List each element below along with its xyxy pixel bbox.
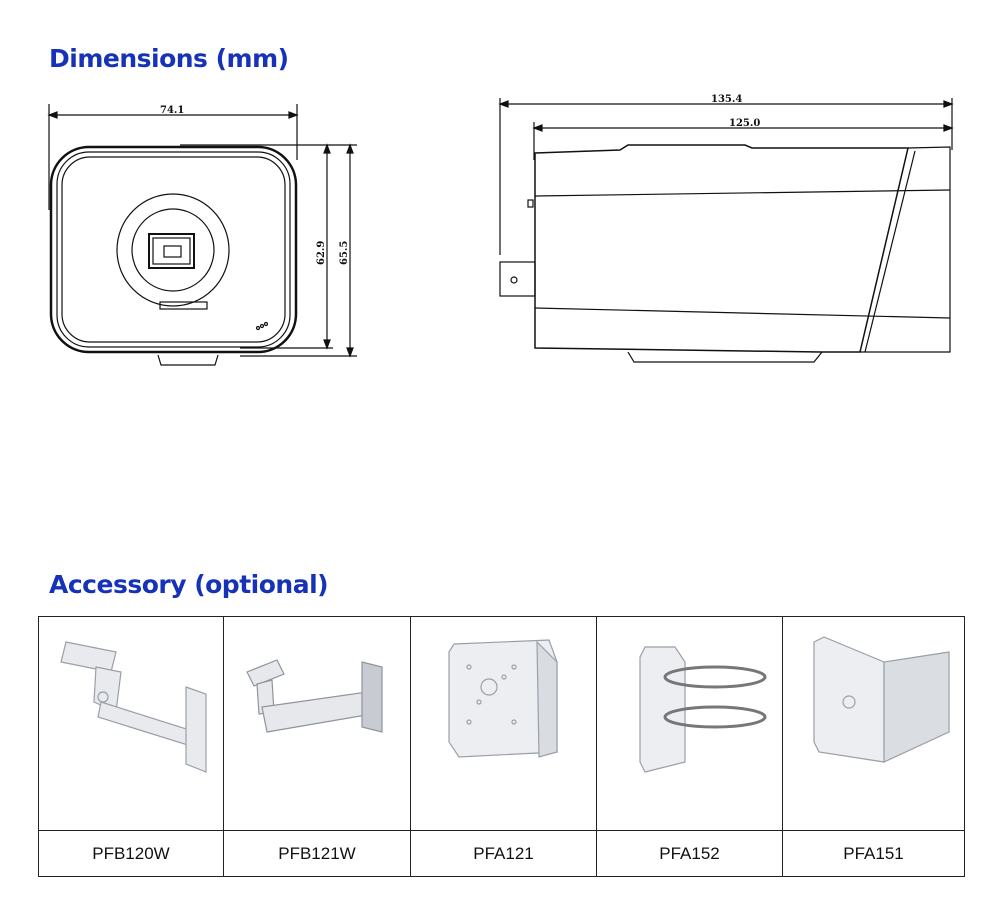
accessory-image-pfa121: [410, 616, 597, 831]
accessory-model-pfa152: PFA152: [596, 830, 783, 877]
front-width-label: 74.1: [160, 105, 184, 116]
accessory-image-pfb121w: [223, 616, 411, 831]
accessory-image-pfa151: [782, 616, 965, 831]
wall-mount-bracket-icon: [60, 640, 207, 773]
front-outer-height-label: 65.5: [339, 241, 350, 265]
accessory-model-pfa151: PFA151: [782, 830, 965, 877]
accessory-model-pfa121: PFA121: [410, 830, 597, 877]
accessory-title: Accessory (optional): [49, 570, 329, 599]
side-total-length-label: 135.4: [711, 94, 742, 105]
accessory-model-pfb121w: PFB121W: [223, 830, 411, 877]
front-inner-height-label: 62.9: [316, 241, 327, 265]
accessory-model-pfb120w: PFB120W: [38, 830, 224, 877]
pole-mount-icon: [638, 645, 766, 773]
dimensions-title: Dimensions (mm): [49, 44, 289, 73]
accessory-image-pfb120w: [38, 616, 224, 831]
accessory-image-pfa152: [596, 616, 783, 831]
front-view-drawing: 74.1 62.9 65.5: [47, 104, 357, 366]
accessory-table: PFB120W PFB121W PFA121 PFA152 PFA151: [38, 616, 965, 877]
side-view-drawing: 135.4 125.0: [498, 94, 954, 363]
corner-mount-icon: [812, 635, 950, 763]
side-body-length-label: 125.0: [729, 118, 760, 129]
junction-box-icon: [447, 638, 558, 758]
wall-mount-bracket-icon: [246, 658, 383, 733]
